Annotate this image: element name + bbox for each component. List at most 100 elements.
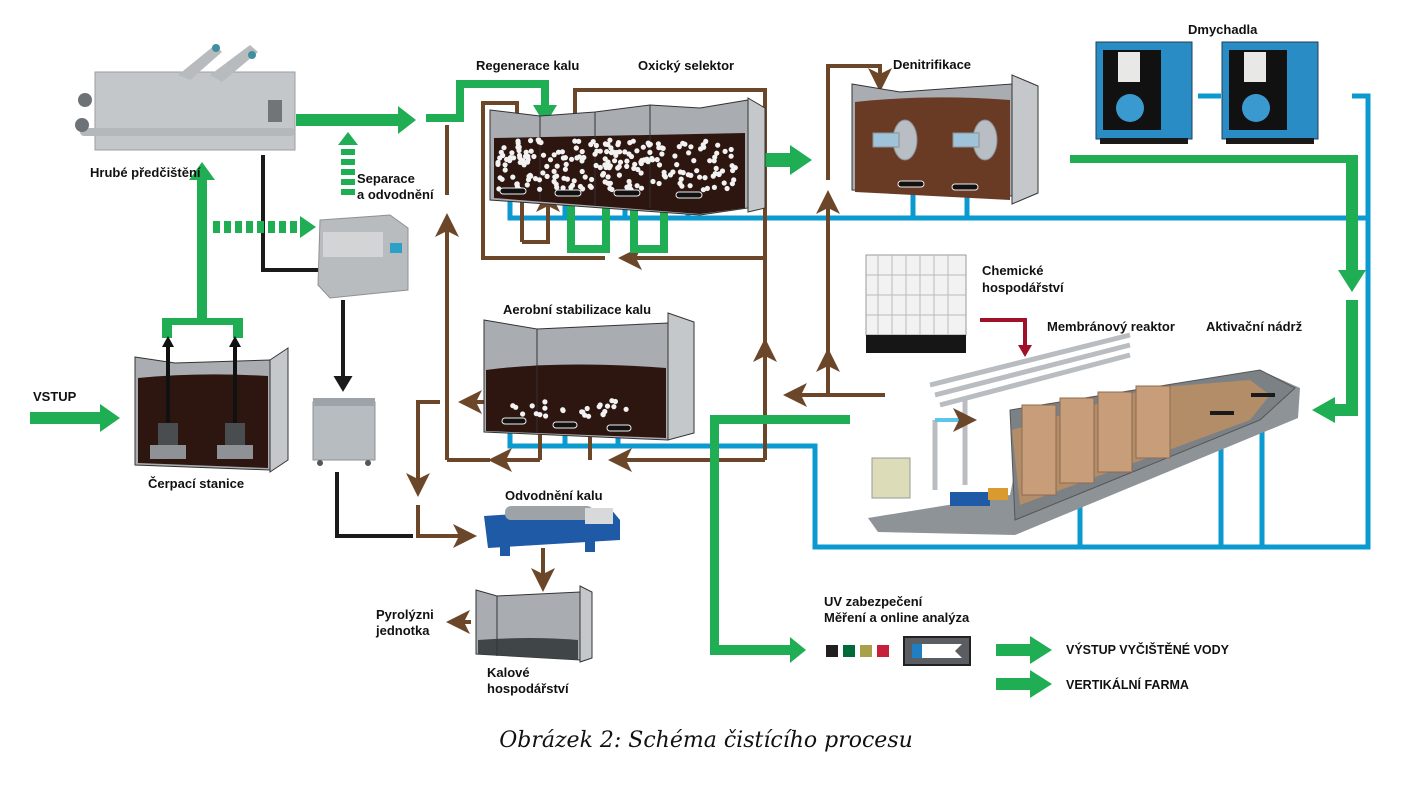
bubble [580, 409, 586, 415]
bubble [551, 168, 557, 174]
bubble [531, 153, 537, 160]
bubble [517, 159, 523, 165]
bubble [647, 149, 653, 155]
bubble [634, 183, 640, 189]
sludge-to-decanter [416, 505, 477, 548]
legend-output-vertical-farm: VERTIKÁLNÍ FARMA [1066, 678, 1189, 692]
bubble [645, 159, 651, 165]
label-sludge-regeneration: Regenerace kalu [476, 58, 580, 73]
label-oxic-selector: Oxický selektor [638, 58, 735, 73]
bubble [501, 145, 507, 151]
label-activation-tank: Aktivační nádrž [1206, 319, 1303, 334]
bubble [650, 178, 656, 185]
bubble [707, 158, 713, 164]
bubble [686, 150, 692, 156]
bubble [592, 151, 598, 157]
bubble [607, 137, 613, 143]
bubble [514, 181, 520, 187]
bubble [608, 150, 615, 156]
bubble [593, 162, 599, 169]
bubble [624, 163, 630, 169]
denit-to-activation [1070, 155, 1366, 292]
bubble [597, 164, 603, 171]
coarse-pretreatment-unit [75, 44, 296, 151]
bubble [635, 166, 641, 173]
bubble [528, 148, 534, 154]
pumping-station-tank [134, 336, 289, 473]
bubble [542, 399, 548, 405]
input-arrow [30, 404, 120, 432]
bubble [537, 186, 543, 192]
label-membrane-reactor: Membránový reaktor [1047, 319, 1175, 334]
bubble [655, 141, 662, 147]
bubble [632, 161, 638, 167]
label-blowers: Dmychadla [1188, 22, 1258, 37]
bubble [507, 155, 513, 161]
bubble [568, 184, 574, 190]
bubble [626, 151, 632, 157]
bubble [527, 172, 533, 178]
bubble [694, 168, 700, 174]
bubble [562, 166, 569, 172]
bubble [536, 137, 542, 143]
bubble [597, 148, 603, 154]
bubble [712, 154, 718, 160]
bubble [554, 173, 560, 179]
label-uv-2: Měření a online analýza [824, 610, 970, 625]
bubble [674, 162, 680, 168]
bubble [656, 162, 663, 168]
bubble [729, 163, 735, 169]
bubble [510, 174, 516, 180]
bubble [547, 157, 554, 163]
output-arrow-vertical-farm [996, 670, 1052, 698]
bubble [532, 176, 539, 182]
label-uv-1: UV zabezpečení [824, 594, 923, 609]
bubble [600, 172, 606, 178]
bubble [730, 167, 736, 174]
sludge-management-tank [475, 585, 593, 663]
bubble [624, 184, 630, 190]
bubble [678, 176, 684, 182]
bubble [576, 154, 583, 160]
legend-output-clean-water: VÝSTUP VYČIŠTĚNÉ VODY [1066, 643, 1230, 657]
bubble [536, 177, 543, 183]
label-sludge-management-1: Kalové [487, 665, 530, 680]
bubble [603, 141, 609, 147]
bubble [607, 180, 614, 186]
belt-press-unit [317, 214, 409, 299]
bubble [609, 186, 615, 193]
sludge-oxic-top [573, 88, 767, 460]
bubble [721, 180, 727, 186]
bubble [638, 185, 645, 191]
separation-up-dashed-arrow [338, 132, 358, 195]
bubble [661, 172, 667, 178]
regeneration-feed [426, 80, 557, 125]
label-pyrolysis-1: Pyrolýzni [376, 607, 434, 622]
bubble [672, 153, 678, 159]
bubble [522, 153, 529, 159]
bubble [579, 149, 585, 155]
bubble [728, 146, 734, 153]
bubble [704, 185, 711, 191]
bubble [638, 160, 644, 167]
bubble [587, 183, 593, 189]
blowers [1095, 41, 1319, 144]
bubble [495, 159, 501, 166]
label-coarse-pretreatment: Hrubé předčištění [90, 165, 201, 180]
analyzer-swatch-3 [860, 645, 872, 657]
bubble [682, 141, 688, 147]
bubble [554, 184, 560, 190]
chemical-dosing-line [980, 318, 1032, 357]
bubble [634, 148, 640, 154]
chemical-ibc-tank [865, 254, 967, 353]
bubble [670, 169, 676, 175]
bubble [584, 405, 590, 412]
bubble [616, 172, 623, 178]
bubble [569, 156, 575, 162]
bubble [612, 158, 618, 164]
bubble [502, 167, 508, 173]
bubble [559, 149, 566, 155]
bubble [554, 163, 560, 169]
label-input: VSTUP [33, 389, 77, 404]
bubble [654, 157, 660, 163]
